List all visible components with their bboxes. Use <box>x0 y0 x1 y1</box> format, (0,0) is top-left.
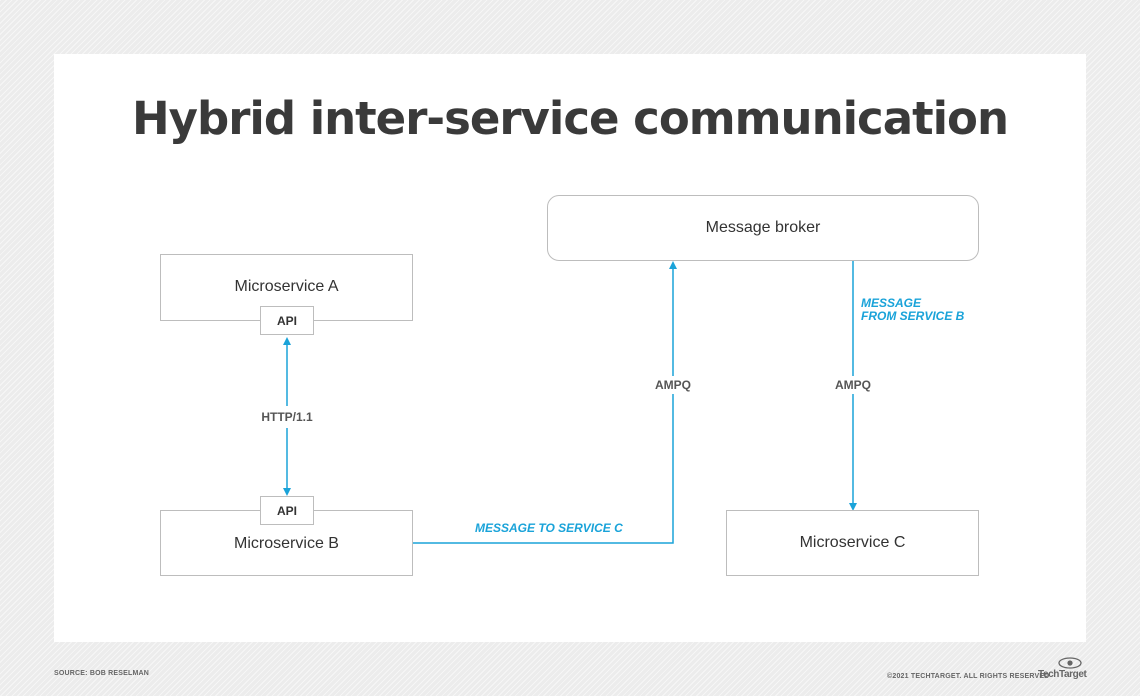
microservice-a-node: Microservice A <box>160 254 413 321</box>
microservice-c-node: Microservice C <box>726 510 979 576</box>
microservice-b-label: Microservice B <box>234 535 339 552</box>
source-credit: SOURCE: BOB RESELMAN <box>54 670 150 677</box>
api-b-badge: API <box>260 496 314 525</box>
api-a-label: API <box>276 313 297 328</box>
eye-icon <box>1058 657 1082 669</box>
diagram-title: Hybrid inter-service communication <box>132 92 1009 145</box>
copyright-text: ©2021 TECHTARGET. ALL RIGHTS RESERVED <box>887 673 1050 680</box>
techtarget-logo: TechTarget <box>1038 656 1088 680</box>
message-from-service-b-label: MESSAGE FROM SERVICE B <box>861 297 964 323</box>
http-label: HTTP/1.1 <box>257 408 317 426</box>
message-from-line1: MESSAGE <box>861 296 922 310</box>
message-from-line2: FROM SERVICE B <box>861 309 965 323</box>
logo-text: TechTarget <box>1038 669 1087 680</box>
api-a-badge: API <box>260 306 314 335</box>
message-to-service-c-label: MESSAGE TO SERVICE C <box>475 521 623 535</box>
ampq-right-label: AMPQ <box>831 376 875 394</box>
b-to-broker-arrow <box>413 261 677 544</box>
message-broker-label: Message broker <box>705 219 821 236</box>
api-b-label: API <box>276 503 297 518</box>
microservice-c-label: Microservice C <box>799 534 906 551</box>
message-broker-node: Message broker <box>547 195 979 261</box>
ampq-left-label: AMPQ <box>651 376 695 394</box>
microservice-a-label: Microservice A <box>234 277 339 295</box>
